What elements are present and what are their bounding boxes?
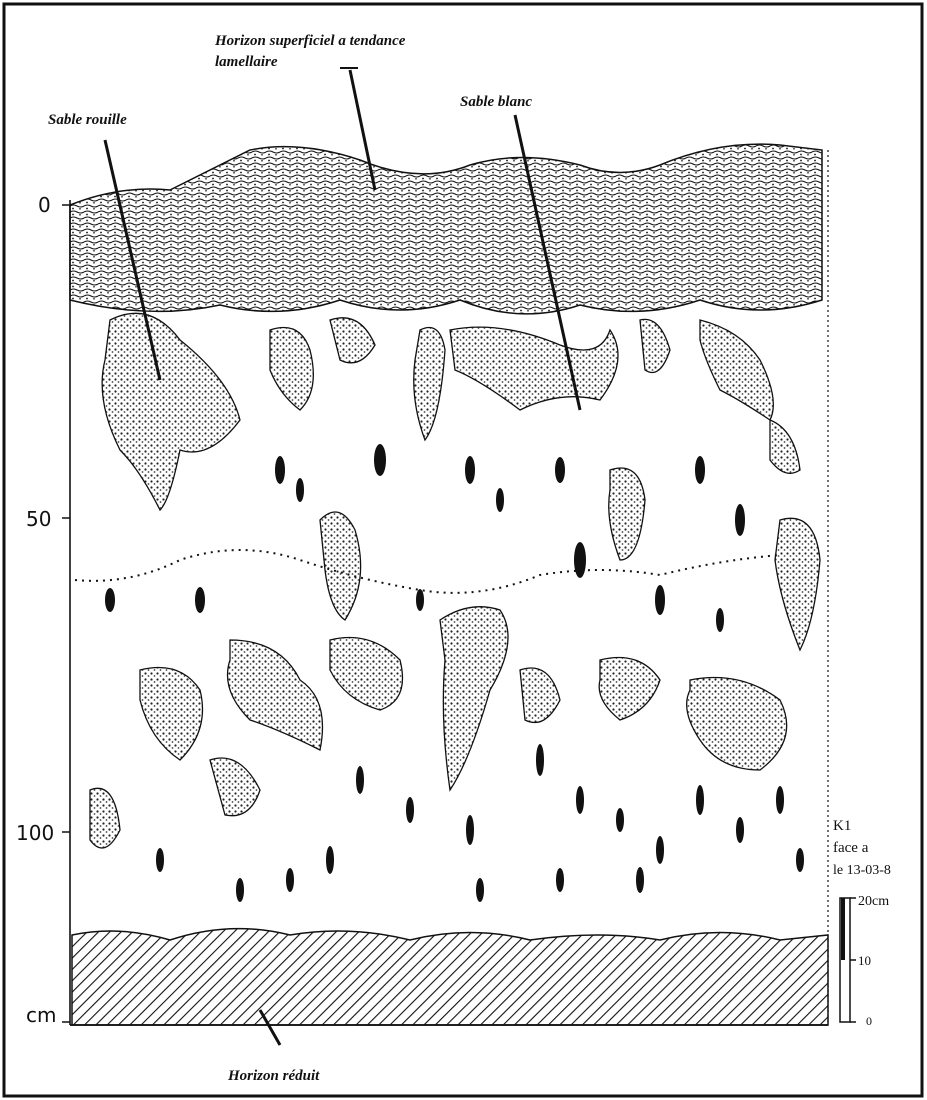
depth-tick-label-0: 0: [38, 193, 51, 217]
reduced-horizon: [72, 929, 828, 1025]
label-sable-blanc: Sable blanc: [460, 94, 532, 110]
label-horizon-reduit: Horizon réduit: [227, 1068, 320, 1084]
label-sable-rouille: Sable rouille: [48, 112, 127, 128]
rust-sand-patches: [102, 313, 800, 510]
scale-bar-label-10: 10: [858, 953, 871, 968]
depth-unit-label: cm: [26, 1003, 56, 1027]
label-horizon-superficiel-line2: lamellaire: [215, 54, 278, 70]
scale-bar: [840, 898, 856, 1022]
profile-note-line1: K1: [833, 818, 851, 834]
scale-bar-label-0: 0: [866, 1014, 872, 1028]
surface-lamellar-horizon: [70, 144, 822, 314]
dotted-boundary: [75, 550, 780, 593]
depth-tick-label-100: 100: [16, 821, 54, 845]
scale-bar-label-20: 20cm: [858, 894, 889, 909]
profile-panel: [70, 144, 828, 1025]
depth-tick-label-50: 50: [26, 507, 51, 531]
rust-sand-patches-middle: [90, 468, 820, 848]
label-horizon-superficiel-line1: Horizon superficiel a tendance: [214, 33, 406, 49]
depth-axis: [62, 205, 70, 1022]
profile-note-line2: face a: [833, 840, 869, 856]
profile-note-line3: le 13-03-8: [833, 863, 891, 878]
